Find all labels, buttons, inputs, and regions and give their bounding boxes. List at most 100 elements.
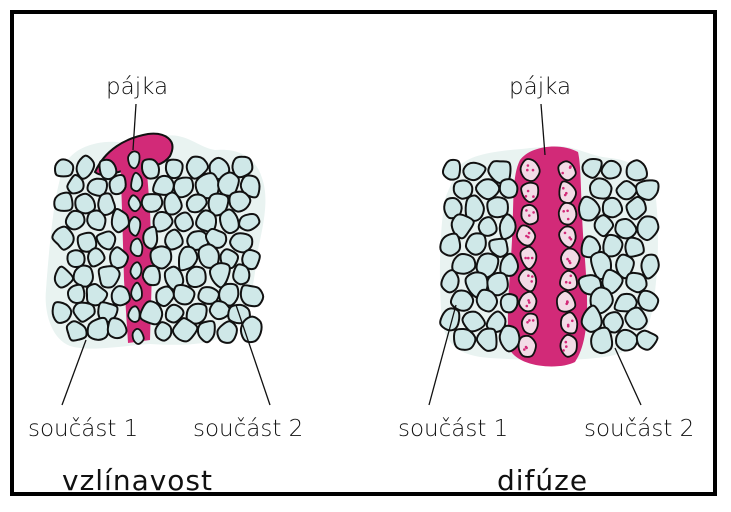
left-grain [187, 267, 206, 287]
left-grain [67, 250, 84, 267]
right-grain [500, 214, 516, 239]
left-grain [174, 285, 195, 304]
left-solder-label: pájka [106, 74, 168, 100]
diffusion-dot [528, 232, 531, 235]
diffusion-dot [527, 190, 530, 193]
right-diffusion-grain [519, 336, 536, 357]
right-grain [590, 178, 612, 198]
left-stripe-grain [128, 306, 139, 322]
right-grain [454, 329, 475, 350]
right-diffusion-grain [561, 312, 577, 333]
right-grain [627, 160, 647, 180]
diffusion-dot [527, 257, 530, 260]
left-grain [241, 285, 263, 306]
right-diffusion-grain [560, 271, 577, 290]
right-grain [603, 198, 622, 217]
diffusion-dot [532, 319, 535, 322]
diffusion-dot [526, 321, 529, 324]
diffusion-dot [528, 319, 531, 322]
diffusion-dot [562, 349, 565, 352]
diffusion-dot [526, 305, 529, 308]
right-part2-leader [615, 348, 641, 405]
right-diffusion-grain [559, 203, 577, 225]
left-grain [198, 321, 215, 342]
right-diffusion-grain [561, 335, 577, 357]
left-stripe-grain [129, 217, 140, 236]
left-part1-leader [62, 340, 86, 405]
diffusion-dot [527, 274, 530, 277]
diffusion-dot [565, 281, 568, 284]
diffusion-dot [527, 164, 530, 167]
left-grain [74, 266, 93, 287]
diffusion-dot [525, 195, 528, 198]
diffusion-dot [532, 195, 535, 198]
diffusion-dot [527, 236, 530, 239]
right-grain [451, 290, 473, 310]
diffusion-dot [562, 210, 565, 213]
right-grain [626, 273, 646, 292]
left-part2-label: součást 2 [193, 416, 303, 442]
left-grain [142, 159, 159, 178]
left-grain [155, 322, 171, 340]
diffusion-dot [571, 320, 574, 323]
left-grain [66, 211, 85, 229]
diffusion-dot [532, 211, 535, 214]
left-grain [142, 194, 162, 212]
left-part1-label: součást 1 [28, 416, 138, 442]
right-diffusion-grain [561, 248, 580, 269]
left-stripe-grain [130, 262, 141, 279]
right-solder-label: pájka [509, 74, 571, 100]
diffusion-dot [565, 341, 568, 344]
left-grain [112, 286, 130, 305]
diffusion-dot [569, 281, 572, 284]
right-grain [440, 234, 460, 256]
left-stripe-grain [131, 283, 142, 301]
left-grain [229, 192, 250, 212]
diffusion-dot [564, 194, 567, 197]
left-grain [166, 160, 183, 178]
left-stripe-grain [128, 151, 139, 168]
right-grain [487, 197, 508, 217]
diffusion-dot [530, 280, 533, 283]
right-grain [501, 294, 518, 312]
left-grain [87, 210, 105, 230]
diffusion-dot [531, 257, 534, 260]
diffusion-dot [570, 275, 573, 278]
right-grain [452, 254, 475, 274]
left-grain [143, 227, 157, 249]
diffusion-dot [567, 218, 570, 221]
right-grain [616, 330, 638, 351]
diffusion-dot [566, 210, 569, 213]
left-caption: vzlínavost [62, 464, 213, 497]
right-grain [500, 326, 520, 352]
right-diffusion-grain [522, 314, 538, 334]
diffusion-dot [567, 325, 570, 328]
left-grain [110, 175, 126, 194]
diffusion-dot [569, 166, 572, 169]
right-microstructure [440, 146, 659, 366]
right-part1-label: součást 1 [398, 416, 508, 442]
diffusion-dot [531, 275, 534, 278]
right-grain [466, 233, 486, 254]
left-grain [55, 159, 73, 176]
right-grain [443, 160, 460, 180]
left-grain [210, 301, 230, 319]
left-stripe-grain [133, 329, 144, 344]
left-stripe-grain [131, 173, 142, 191]
left-grain [165, 230, 183, 250]
diffusion-dot [566, 258, 569, 261]
diffusion-dot [532, 169, 535, 172]
diffusion-dot [523, 348, 526, 351]
diffusion-dot [565, 345, 568, 348]
right-part2-label: součást 2 [584, 416, 694, 442]
right-caption: difúze [497, 464, 588, 497]
diffusion-dot [525, 347, 528, 350]
diffusion-dot [527, 299, 530, 302]
left-grain [68, 285, 84, 303]
diffusion-dot [561, 172, 564, 175]
diffusion-dot [525, 209, 528, 212]
left-grain [143, 266, 160, 285]
diffusion-dot [528, 214, 531, 217]
diffusion-dot [524, 257, 527, 260]
right-grain [500, 179, 518, 198]
